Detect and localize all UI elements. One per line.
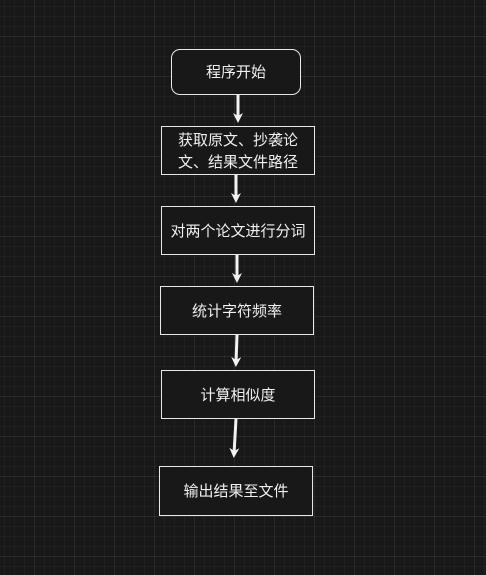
node-calc-similarity[interactable]: 计算相似度 xyxy=(161,370,315,419)
node-count-frequency-label: 统计字符频率 xyxy=(191,301,282,320)
node-start[interactable]: 程序开始 xyxy=(171,49,301,95)
node-segment-words[interactable]: 对两个论文进行分词 xyxy=(161,206,315,255)
edge-similarity-to-output xyxy=(229,418,240,458)
node-output-file-label: 输出结果至文件 xyxy=(183,482,289,500)
node-read-paths-label: 获取原文、抄袭论文、结果文件路径 xyxy=(177,130,298,171)
node-count-frequency[interactable]: 统计字符频率 xyxy=(160,286,314,335)
node-read-paths[interactable]: 获取原文、抄袭论文、结果文件路径 xyxy=(161,126,315,175)
node-output-file[interactable]: 输出结果至文件 xyxy=(159,466,313,516)
node-segment-words-label: 对两个论文进行分词 xyxy=(170,221,306,240)
node-calc-similarity-label: 计算相似度 xyxy=(200,385,276,404)
edge-count-to-similarity xyxy=(231,334,242,367)
node-start-label: 程序开始 xyxy=(205,63,266,81)
